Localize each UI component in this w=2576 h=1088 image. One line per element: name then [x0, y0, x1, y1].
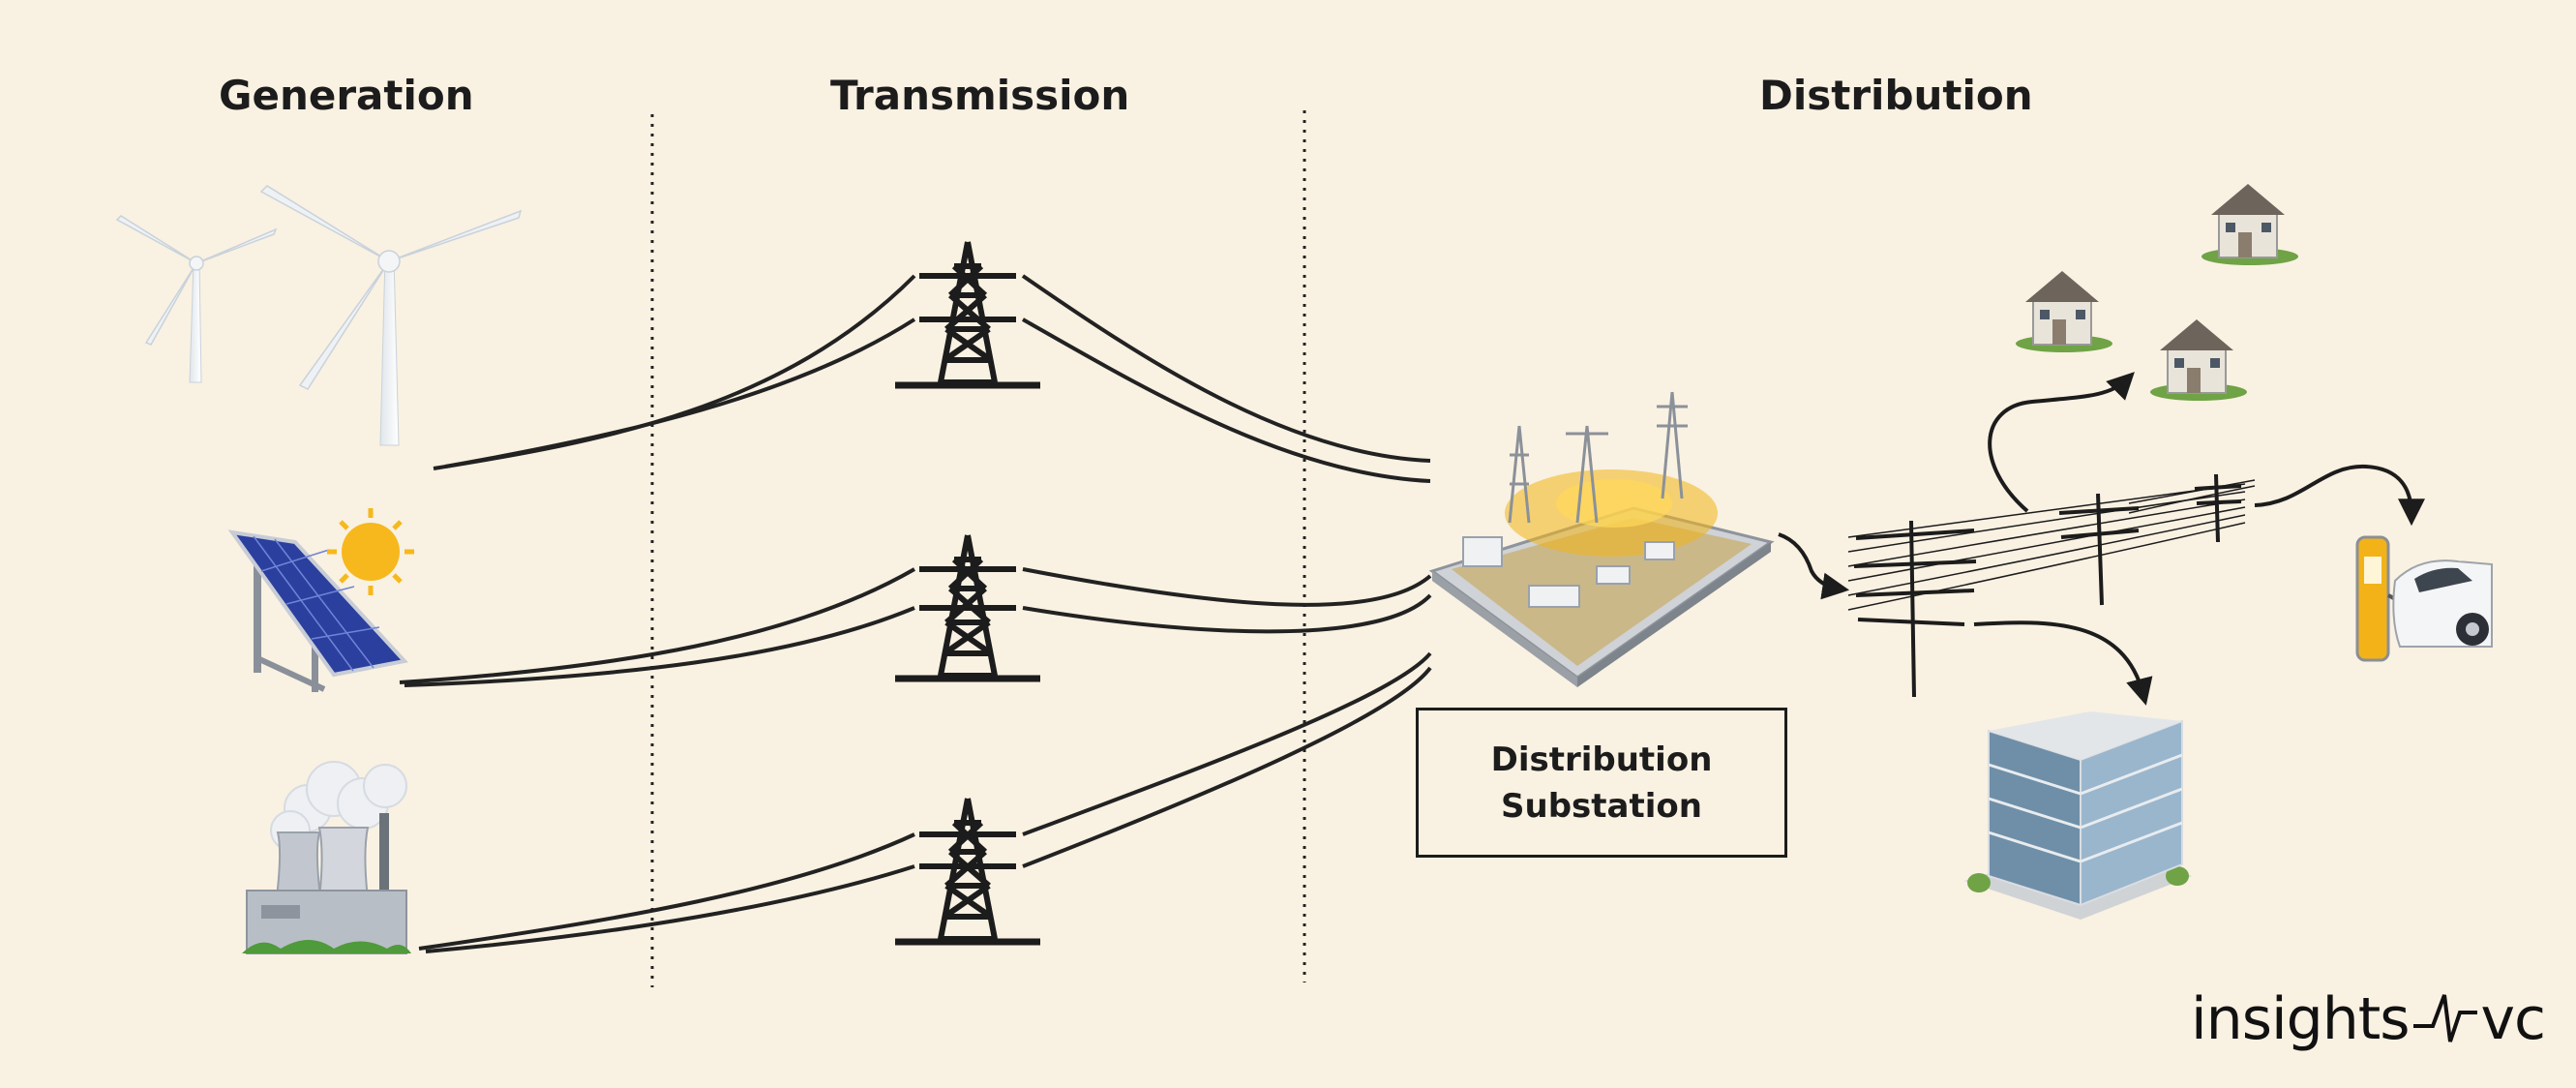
customer-arrows: [1973, 372, 2425, 706]
house-icon: [2016, 271, 2112, 352]
wind-turbine-icon: [115, 185, 523, 446]
house-icon: [2150, 319, 2247, 401]
logo-text-right: vc: [2480, 985, 2546, 1053]
transmission-lines: [399, 274, 1432, 953]
sun-icon: [327, 508, 414, 595]
substation-label-box: Distribution Substation: [1416, 708, 1787, 858]
ev-charger-icon: [2355, 535, 2493, 662]
substation-label: Distribution Substation: [1490, 740, 1713, 826]
utility-poles-icon: [1847, 473, 2256, 698]
power-plant-icon: [242, 761, 411, 954]
logo-mark-icon: [2412, 994, 2477, 1043]
insights-vc-logo: insights vc: [2191, 976, 2546, 1063]
transmission-tower-icon: [895, 798, 1040, 946]
substation-to-poles-arrow: [1778, 532, 1850, 600]
house-icon: [2202, 184, 2298, 265]
distribution-heading: Distribution: [1759, 72, 2033, 119]
office-building-icon: [1964, 711, 2192, 920]
transmission-tower-icon: [895, 241, 1040, 389]
transmission-heading: Transmission: [830, 72, 1130, 119]
logo-text-left: insights: [2191, 985, 2411, 1053]
substation-icon: [1428, 391, 1775, 687]
generation-heading: Generation: [219, 72, 474, 119]
transmission-tower-icon: [895, 534, 1040, 682]
solar-panel-icon: [227, 508, 414, 692]
